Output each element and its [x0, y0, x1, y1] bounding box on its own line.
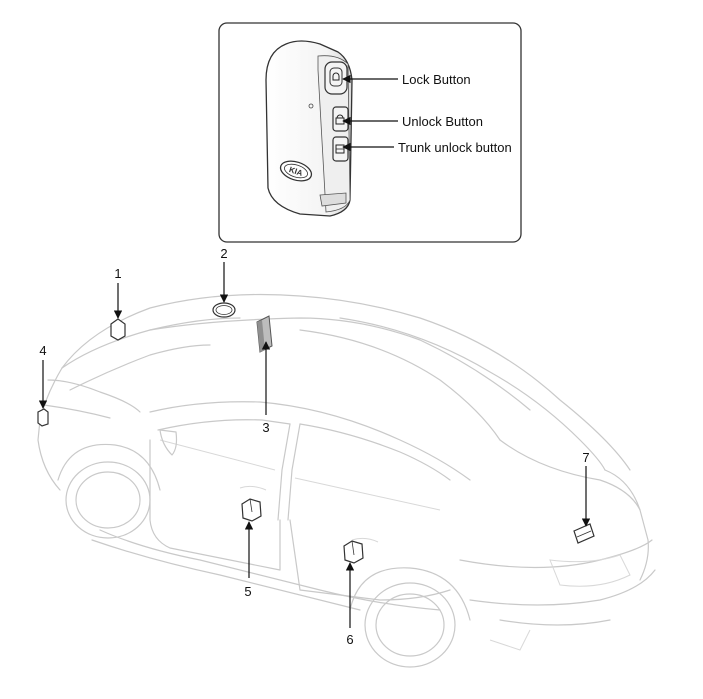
trunk-unlock-button-label: Trunk unlock button	[398, 140, 512, 155]
part-1-marker: 1	[110, 266, 126, 341]
part-5-marker: 5	[241, 498, 262, 599]
part-2-marker: 2	[212, 246, 236, 318]
unlock-button	[332, 106, 349, 132]
inset-frame	[218, 22, 522, 243]
kia-logo-text: KIA	[288, 165, 304, 178]
part-1-shape	[110, 318, 126, 341]
part-1-number: 1	[114, 266, 121, 281]
kia-logo: KIA	[279, 160, 313, 182]
smart-key-inset: KIA Lock Button Unlock Button Trunk unlo…	[218, 22, 522, 243]
part-5-number: 5	[244, 584, 251, 599]
part-3-marker: 3	[256, 315, 273, 435]
part-6-number: 6	[346, 632, 353, 647]
unlock-button-label: Unlock Button	[402, 114, 483, 129]
part-3-number: 3	[262, 420, 269, 435]
part-7-shape	[573, 523, 595, 544]
part-6-marker: 6	[343, 540, 364, 647]
lock-button	[324, 61, 348, 95]
car-outline	[37, 293, 656, 668]
part-7-marker: 7	[573, 450, 595, 544]
trunk-unlock-button	[332, 136, 349, 162]
lock-button-label: Lock Button	[402, 72, 471, 87]
part-4-shape	[37, 408, 49, 427]
part-7-number: 7	[582, 450, 589, 465]
part-4-marker: 4	[37, 343, 49, 427]
part-2-number: 2	[220, 246, 227, 261]
part-4-number: 4	[39, 343, 46, 358]
